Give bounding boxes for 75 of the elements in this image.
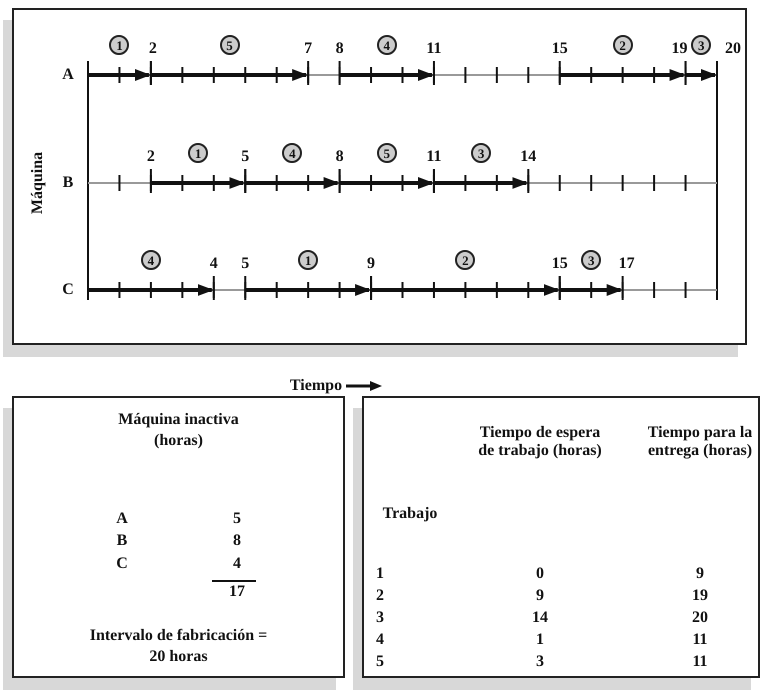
job-number-circle: [220, 35, 240, 55]
time-mark: 9: [367, 256, 376, 272]
table-cell: 5: [376, 654, 384, 670]
time-mark: 5: [241, 149, 250, 165]
job-number-circle: [188, 143, 208, 163]
column-header: Trabajo: [382, 506, 438, 522]
time-mark: 2: [148, 41, 157, 57]
job-number-circle: [376, 143, 397, 163]
time-mark: 4: [210, 256, 218, 272]
table-cell: 1: [376, 566, 384, 582]
time-mark: 11: [426, 149, 442, 165]
axis-title: Tiempo: [290, 378, 342, 394]
table-cell: 3: [376, 610, 384, 626]
job-number-circle: [471, 143, 492, 163]
job-number: 5: [226, 38, 233, 52]
job-number-circle: [455, 250, 476, 270]
table-cell: 2: [376, 588, 384, 604]
table-cell: 9: [536, 588, 544, 604]
table-cell: A: [116, 511, 128, 527]
job-number: 1: [304, 254, 312, 266]
job-number-circle: [298, 250, 318, 270]
job-number-circle: [140, 250, 161, 270]
job-number: 4: [289, 146, 296, 160]
job-number-circle: [581, 250, 602, 270]
time-mark: 20: [725, 41, 741, 57]
job-number: 3: [588, 254, 594, 266]
column-header: Tiempo para la entrega (horas): [646, 424, 754, 461]
time-mark: 2: [146, 149, 155, 165]
table-cell: 20: [692, 610, 708, 626]
job-number: 3: [478, 146, 484, 160]
time-mark: 15: [552, 256, 568, 272]
table-cell: 11: [692, 654, 708, 670]
table-cell: 14: [532, 610, 548, 626]
panel-note: Intervalo de fabricación = 20 horas: [88, 626, 268, 667]
table-cell: 17: [229, 584, 245, 600]
table-cell: 9: [696, 566, 704, 582]
job-number: 4: [148, 254, 154, 266]
table-cell: B: [116, 533, 128, 549]
column-header: Tiempo de espera de trabajo (horas): [477, 424, 603, 461]
table-cell: 4: [233, 556, 241, 572]
job-number: 5: [384, 146, 390, 160]
machine-label: B: [62, 175, 74, 191]
job-number: 2: [462, 254, 469, 266]
job-number: 3: [698, 38, 705, 52]
table-cell: 19: [692, 588, 708, 604]
table-cell: 11: [692, 632, 708, 648]
table-cell: 0: [536, 566, 544, 582]
time-mark: 15: [552, 41, 568, 57]
axis-title: Máquina: [30, 152, 46, 214]
time-mark: 8: [336, 149, 344, 165]
time-mark: 11: [426, 41, 442, 57]
time-mark: 5: [241, 256, 250, 272]
time-mark: 14: [520, 149, 536, 165]
panel-heading: Máquina inactiva (horas): [117, 410, 240, 451]
table-cell: 1: [536, 632, 544, 648]
table-cell: 5: [233, 511, 241, 527]
table-cell: 4: [376, 632, 384, 648]
table-cell: 8: [233, 533, 241, 549]
job-number-circle: [376, 35, 397, 55]
job-number-circle: [282, 143, 302, 163]
job-number-circle: [691, 35, 712, 55]
job-number-circle: [109, 35, 130, 55]
table-cell: 3: [536, 654, 544, 670]
job-number: 1: [116, 38, 123, 52]
job-number-circle: [612, 35, 633, 55]
time-mark: 17: [618, 256, 635, 272]
job-number: 4: [384, 38, 390, 52]
machine-label: A: [62, 67, 74, 83]
time-mark: 8: [336, 41, 344, 57]
time-mark: 7: [304, 41, 312, 57]
machine-label: C: [62, 282, 74, 298]
job-number: 2: [619, 38, 626, 52]
table-cell: C: [116, 556, 128, 572]
time-mark: 19: [672, 41, 688, 57]
job-number: 1: [194, 146, 202, 160]
